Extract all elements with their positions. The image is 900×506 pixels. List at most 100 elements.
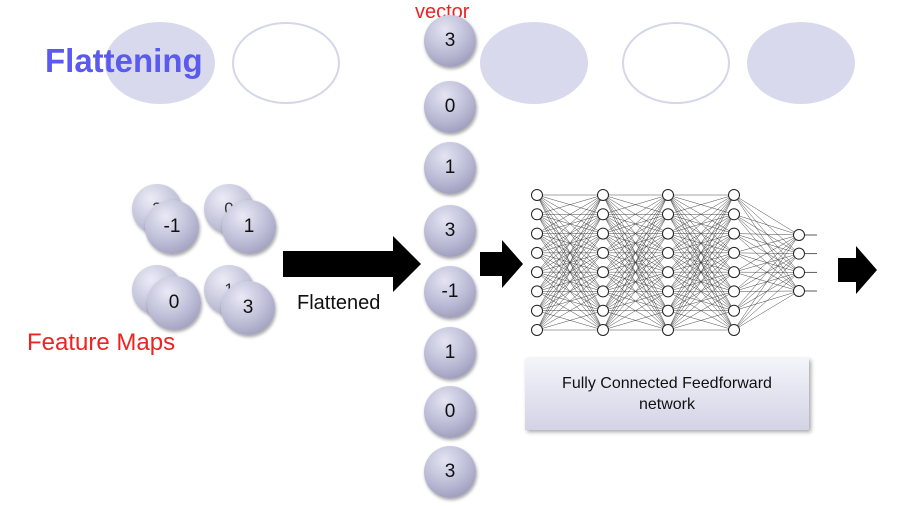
network-node bbox=[597, 285, 609, 298]
network-connection bbox=[667, 194, 735, 292]
network-node bbox=[531, 285, 543, 298]
network-node bbox=[531, 304, 543, 317]
feature-map-value: 3 bbox=[221, 281, 275, 335]
network-connection bbox=[602, 194, 669, 254]
network-connection bbox=[602, 252, 669, 331]
network-node bbox=[662, 324, 674, 336]
network-connection bbox=[733, 214, 800, 273]
network-node bbox=[728, 324, 740, 336]
network-node bbox=[531, 266, 543, 279]
feature-map-value: -1 bbox=[145, 200, 199, 254]
network-node bbox=[793, 266, 805, 279]
network-connection bbox=[733, 233, 800, 292]
network-connection bbox=[536, 194, 604, 331]
network-connection bbox=[602, 194, 669, 215]
vector-element: 1 bbox=[424, 142, 476, 194]
network-node bbox=[597, 208, 609, 221]
vector-element: 0 bbox=[424, 386, 476, 438]
network-node bbox=[728, 227, 740, 240]
vector-element: 3 bbox=[424, 205, 476, 257]
network-connection bbox=[602, 194, 669, 234]
network-connection bbox=[536, 194, 604, 292]
network-node bbox=[793, 247, 805, 260]
network-connection bbox=[536, 194, 604, 273]
network-node bbox=[531, 324, 543, 336]
network-connection bbox=[667, 194, 735, 273]
network-connection bbox=[667, 194, 735, 254]
vector-element: 1 bbox=[424, 327, 476, 379]
slide-title: Flattening bbox=[45, 42, 203, 79]
network-node bbox=[662, 227, 674, 240]
network-node bbox=[662, 285, 674, 298]
network-connection bbox=[667, 271, 735, 331]
decorative-ellipse-3 bbox=[480, 22, 588, 104]
network-connection bbox=[733, 234, 800, 331]
network-node bbox=[662, 304, 674, 317]
network-connection bbox=[733, 194, 800, 236]
network-connection bbox=[667, 194, 735, 331]
network-connection bbox=[733, 272, 800, 292]
vector-element: 3 bbox=[424, 15, 476, 67]
network-connection bbox=[536, 271, 604, 331]
network-node bbox=[793, 229, 805, 241]
feature-maps-label: Feature Maps bbox=[27, 329, 176, 356]
network-connection bbox=[733, 194, 800, 273]
decorative-ellipse-5 bbox=[747, 22, 855, 104]
network-node bbox=[597, 324, 609, 336]
output-arrow bbox=[838, 246, 877, 294]
network-connection bbox=[733, 234, 800, 254]
network-caption-box: Fully Connected Feedforward network bbox=[525, 358, 809, 430]
decorative-ellipse-1 bbox=[105, 22, 215, 104]
network-connection bbox=[536, 233, 604, 331]
network-connection bbox=[733, 214, 800, 292]
network-connection bbox=[733, 272, 800, 331]
network-connection bbox=[667, 310, 735, 331]
network-connection bbox=[667, 252, 735, 331]
network-node bbox=[597, 246, 609, 259]
network-connection bbox=[536, 310, 604, 331]
network-connection bbox=[667, 214, 735, 331]
network-connection bbox=[667, 194, 735, 215]
network-connection bbox=[733, 253, 800, 331]
network-node bbox=[728, 285, 740, 298]
network-connection bbox=[733, 233, 800, 273]
network-connection bbox=[733, 252, 800, 254]
network-connection bbox=[536, 291, 604, 331]
network-node bbox=[531, 227, 543, 240]
network-node bbox=[793, 285, 805, 297]
network-connection bbox=[733, 290, 800, 311]
network-node bbox=[728, 304, 740, 317]
network-connection bbox=[667, 233, 735, 331]
network-connection bbox=[733, 234, 800, 292]
decorative-ellipse-4 bbox=[622, 22, 730, 104]
network-node bbox=[728, 208, 740, 221]
network-connection bbox=[536, 194, 604, 234]
vector-element: 3 bbox=[424, 446, 476, 498]
network-connection bbox=[733, 271, 800, 292]
network-connection bbox=[667, 194, 735, 311]
network-node bbox=[531, 246, 543, 259]
network-node bbox=[662, 266, 674, 279]
network-connection bbox=[536, 194, 604, 254]
network-connection bbox=[602, 291, 669, 331]
network-node bbox=[728, 246, 740, 259]
network-connection bbox=[733, 214, 800, 236]
network-caption: Fully Connected Feedforward network bbox=[562, 375, 772, 413]
network-node bbox=[597, 266, 609, 279]
network-connection bbox=[733, 233, 800, 236]
network-connection bbox=[733, 253, 800, 273]
network-node bbox=[662, 189, 674, 201]
network-connection bbox=[602, 194, 669, 273]
network-connection bbox=[602, 310, 669, 331]
network-connection bbox=[602, 233, 669, 331]
network-connection bbox=[602, 194, 669, 311]
network-connection bbox=[733, 252, 800, 292]
network-connection bbox=[536, 214, 604, 331]
network-connection bbox=[733, 290, 800, 331]
input-arrow bbox=[480, 240, 523, 288]
feature-map-value: 0 bbox=[147, 276, 201, 330]
network-connection bbox=[733, 194, 800, 254]
network-connection bbox=[733, 252, 800, 273]
fully-connected-network bbox=[531, 189, 817, 336]
flattened-label: Flattened bbox=[297, 292, 381, 314]
